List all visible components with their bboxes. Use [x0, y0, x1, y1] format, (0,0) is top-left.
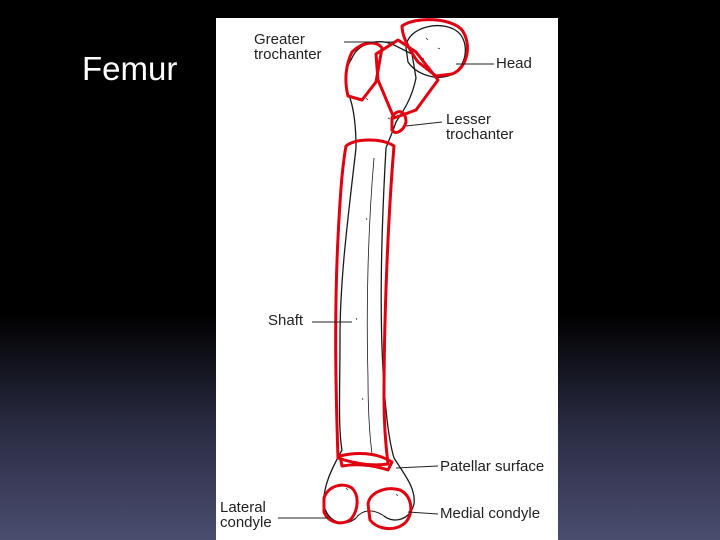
patellar-surface-highlight: [338, 452, 394, 472]
femur-diagram: Greater trochanter Head Lesser trochante…: [216, 18, 558, 540]
slide-title: Femur: [82, 50, 178, 87]
label-patellar-surface: Patellar surface: [440, 458, 545, 475]
greater-trochanter-highlight: [344, 41, 384, 102]
label-shaft: Shaft: [268, 312, 304, 329]
bone-stipple: [345, 37, 441, 497]
neck-highlight: [374, 38, 440, 120]
femur-bone-outline: [323, 25, 466, 524]
medial-condyle-highlight: [366, 487, 413, 530]
label-medial-condyle: Medial condyle: [440, 505, 541, 522]
label-lesser-trochanter: Lesser trochanter: [446, 111, 514, 143]
lateral-condyle-highlight: [322, 483, 359, 525]
lesser-trochanter-highlight: [390, 110, 408, 134]
femur-drawing: [278, 18, 494, 530]
label-lateral-condyle: Lateral condyle: [220, 499, 272, 531]
leader-lines: [278, 41, 494, 519]
label-greater-trochanter: Greater trochanter: [254, 31, 322, 63]
region-highlights: [322, 18, 469, 530]
label-head: Head: [496, 55, 532, 72]
shaft-highlight: [334, 138, 396, 467]
